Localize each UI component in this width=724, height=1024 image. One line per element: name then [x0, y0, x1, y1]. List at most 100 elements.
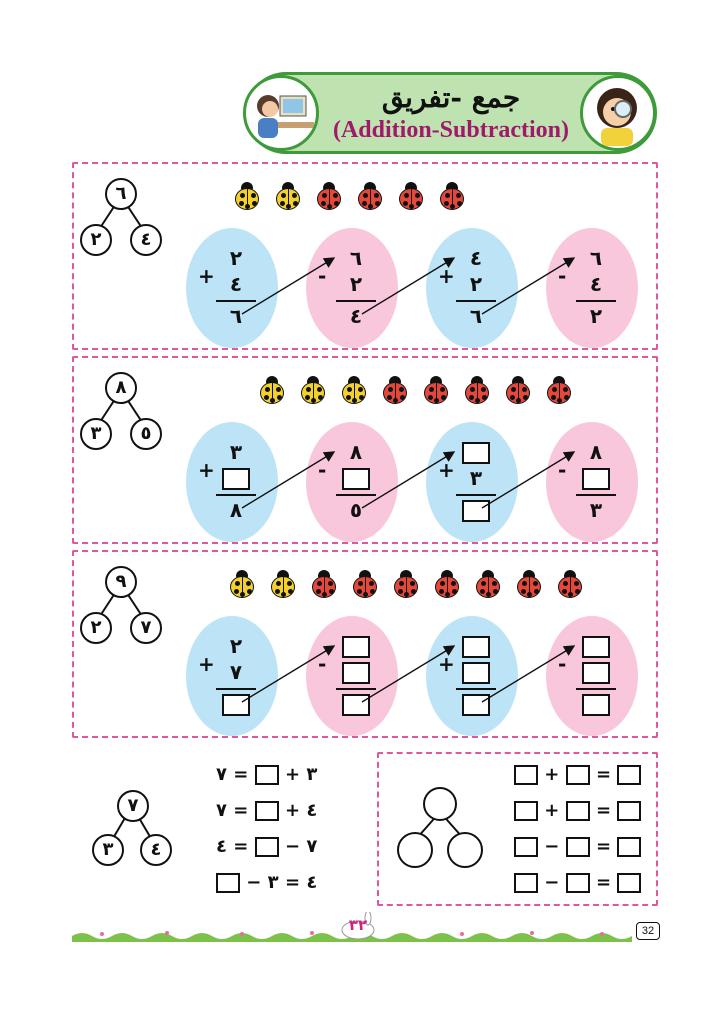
ladybug-spot: [481, 387, 486, 392]
answer-box[interactable]: [617, 765, 642, 785]
operand-b: ٢: [469, 272, 483, 296]
ladybug-spot: [404, 193, 409, 198]
red-ladybug-icon: [438, 180, 466, 212]
oval-pink-2: -: [306, 616, 398, 736]
ladybug-spot: [281, 193, 286, 198]
ladybug-spot: [317, 387, 322, 392]
ladybug-spot: [552, 387, 557, 392]
minus-sign: -: [318, 652, 327, 676]
red-ladybug-icon: [545, 374, 573, 406]
ladybug-spot: [264, 395, 269, 400]
ladybug-spot: [564, 395, 569, 400]
ladybug-spot: [393, 398, 398, 403]
red-ladybug-icon: [392, 568, 420, 600]
ladybug-spot: [277, 395, 282, 400]
ladybug-spot: [240, 193, 245, 198]
answer-box[interactable]: [582, 468, 610, 490]
eq-mid: ٤: [306, 872, 318, 893]
ladybug-spot: [235, 581, 240, 586]
answer-box[interactable]: [462, 636, 490, 658]
bond-right: ٤: [130, 224, 162, 256]
answer-box[interactable]: [462, 694, 490, 716]
answer-box[interactable]: [617, 873, 642, 893]
ladybug-shell: [476, 576, 500, 598]
ladybug-spot: [358, 581, 363, 586]
red-ladybug-icon: [351, 568, 379, 600]
answer-box[interactable]: [617, 801, 642, 821]
number-bond-bottom: ٧ ٣ ٤: [90, 786, 174, 868]
ladybug-shell: [260, 382, 284, 404]
eq-right: ٤: [216, 836, 227, 857]
eq-operator: +: [544, 764, 560, 785]
ladybug-spot: [457, 201, 462, 206]
answer-box[interactable]: [617, 837, 642, 857]
answer-box[interactable]: [222, 694, 250, 716]
ladybug-spot: [486, 592, 491, 597]
result: ٢: [589, 304, 603, 328]
result: ٤: [349, 304, 363, 328]
answer-box[interactable]: [514, 873, 538, 893]
ladybug-head: [323, 182, 335, 190]
ladybug-spot: [388, 387, 393, 392]
answer-box[interactable]: [582, 662, 610, 684]
answer-box[interactable]: [222, 468, 250, 490]
ladybug-shell: [517, 576, 541, 598]
equation-row: − ٤ = ٣: [216, 870, 336, 896]
answer-box[interactable]: [342, 636, 370, 658]
answer-box[interactable]: [254, 801, 279, 821]
eq-right: ٣: [267, 872, 279, 893]
ladybug-shell: [358, 188, 382, 210]
red-ladybug-icon: [433, 568, 461, 600]
fraction-bar: [576, 494, 616, 496]
answer-box[interactable]: [462, 500, 490, 522]
ladybug-spot: [527, 592, 532, 597]
answer-box[interactable]: [514, 801, 538, 821]
ladybug-spot: [234, 589, 239, 594]
practice-panel: [377, 752, 658, 906]
answer-box[interactable]: [565, 837, 590, 857]
answer-box[interactable]: [582, 636, 610, 658]
ladybug-head: [482, 570, 494, 578]
answer-box[interactable]: [462, 442, 490, 464]
ladybug-spot: [429, 387, 434, 392]
ladybug-spot: [265, 387, 270, 392]
answer-box[interactable]: [342, 468, 370, 490]
eq-operator: +: [284, 764, 301, 785]
minus-sign: -: [558, 652, 567, 676]
answer-box[interactable]: [254, 837, 279, 857]
answer-box[interactable]: [565, 801, 590, 821]
answer-box[interactable]: [254, 765, 279, 785]
answer-box[interactable]: [565, 765, 590, 785]
answer-box[interactable]: [582, 694, 610, 716]
ladybug-spot: [328, 581, 333, 586]
ladybug-head: [523, 570, 535, 578]
ladybug-spot: [363, 193, 368, 198]
eq-equals: =: [233, 800, 249, 821]
answer-box[interactable]: [342, 694, 370, 716]
answer-box[interactable]: [342, 662, 370, 684]
answer-box[interactable]: [565, 873, 590, 893]
eq-operator: −: [284, 836, 301, 857]
ladybug-spot: [441, 395, 446, 400]
answer-box[interactable]: [514, 765, 538, 785]
ladybug-head: [364, 182, 376, 190]
ladybug-spot: [252, 201, 257, 206]
answer-box[interactable]: [462, 662, 490, 684]
ladybug-spot: [510, 395, 515, 400]
ladybug-spot: [368, 204, 373, 209]
ladybug-spot: [305, 395, 310, 400]
fraction-bar: [216, 688, 256, 690]
answer-box[interactable]: [216, 873, 240, 893]
ladybug-spot: [333, 193, 338, 198]
ladybug-spot: [352, 398, 357, 403]
answer-box[interactable]: [514, 837, 538, 857]
ladybug-spot: [409, 204, 414, 209]
red-ladybug-icon: [356, 180, 384, 212]
ladybug-spot: [240, 592, 245, 597]
ladybug-head: [359, 570, 371, 578]
ladybug-spot: [416, 201, 421, 206]
ladybug-spot: [563, 581, 568, 586]
plus-sign: +: [198, 458, 215, 482]
